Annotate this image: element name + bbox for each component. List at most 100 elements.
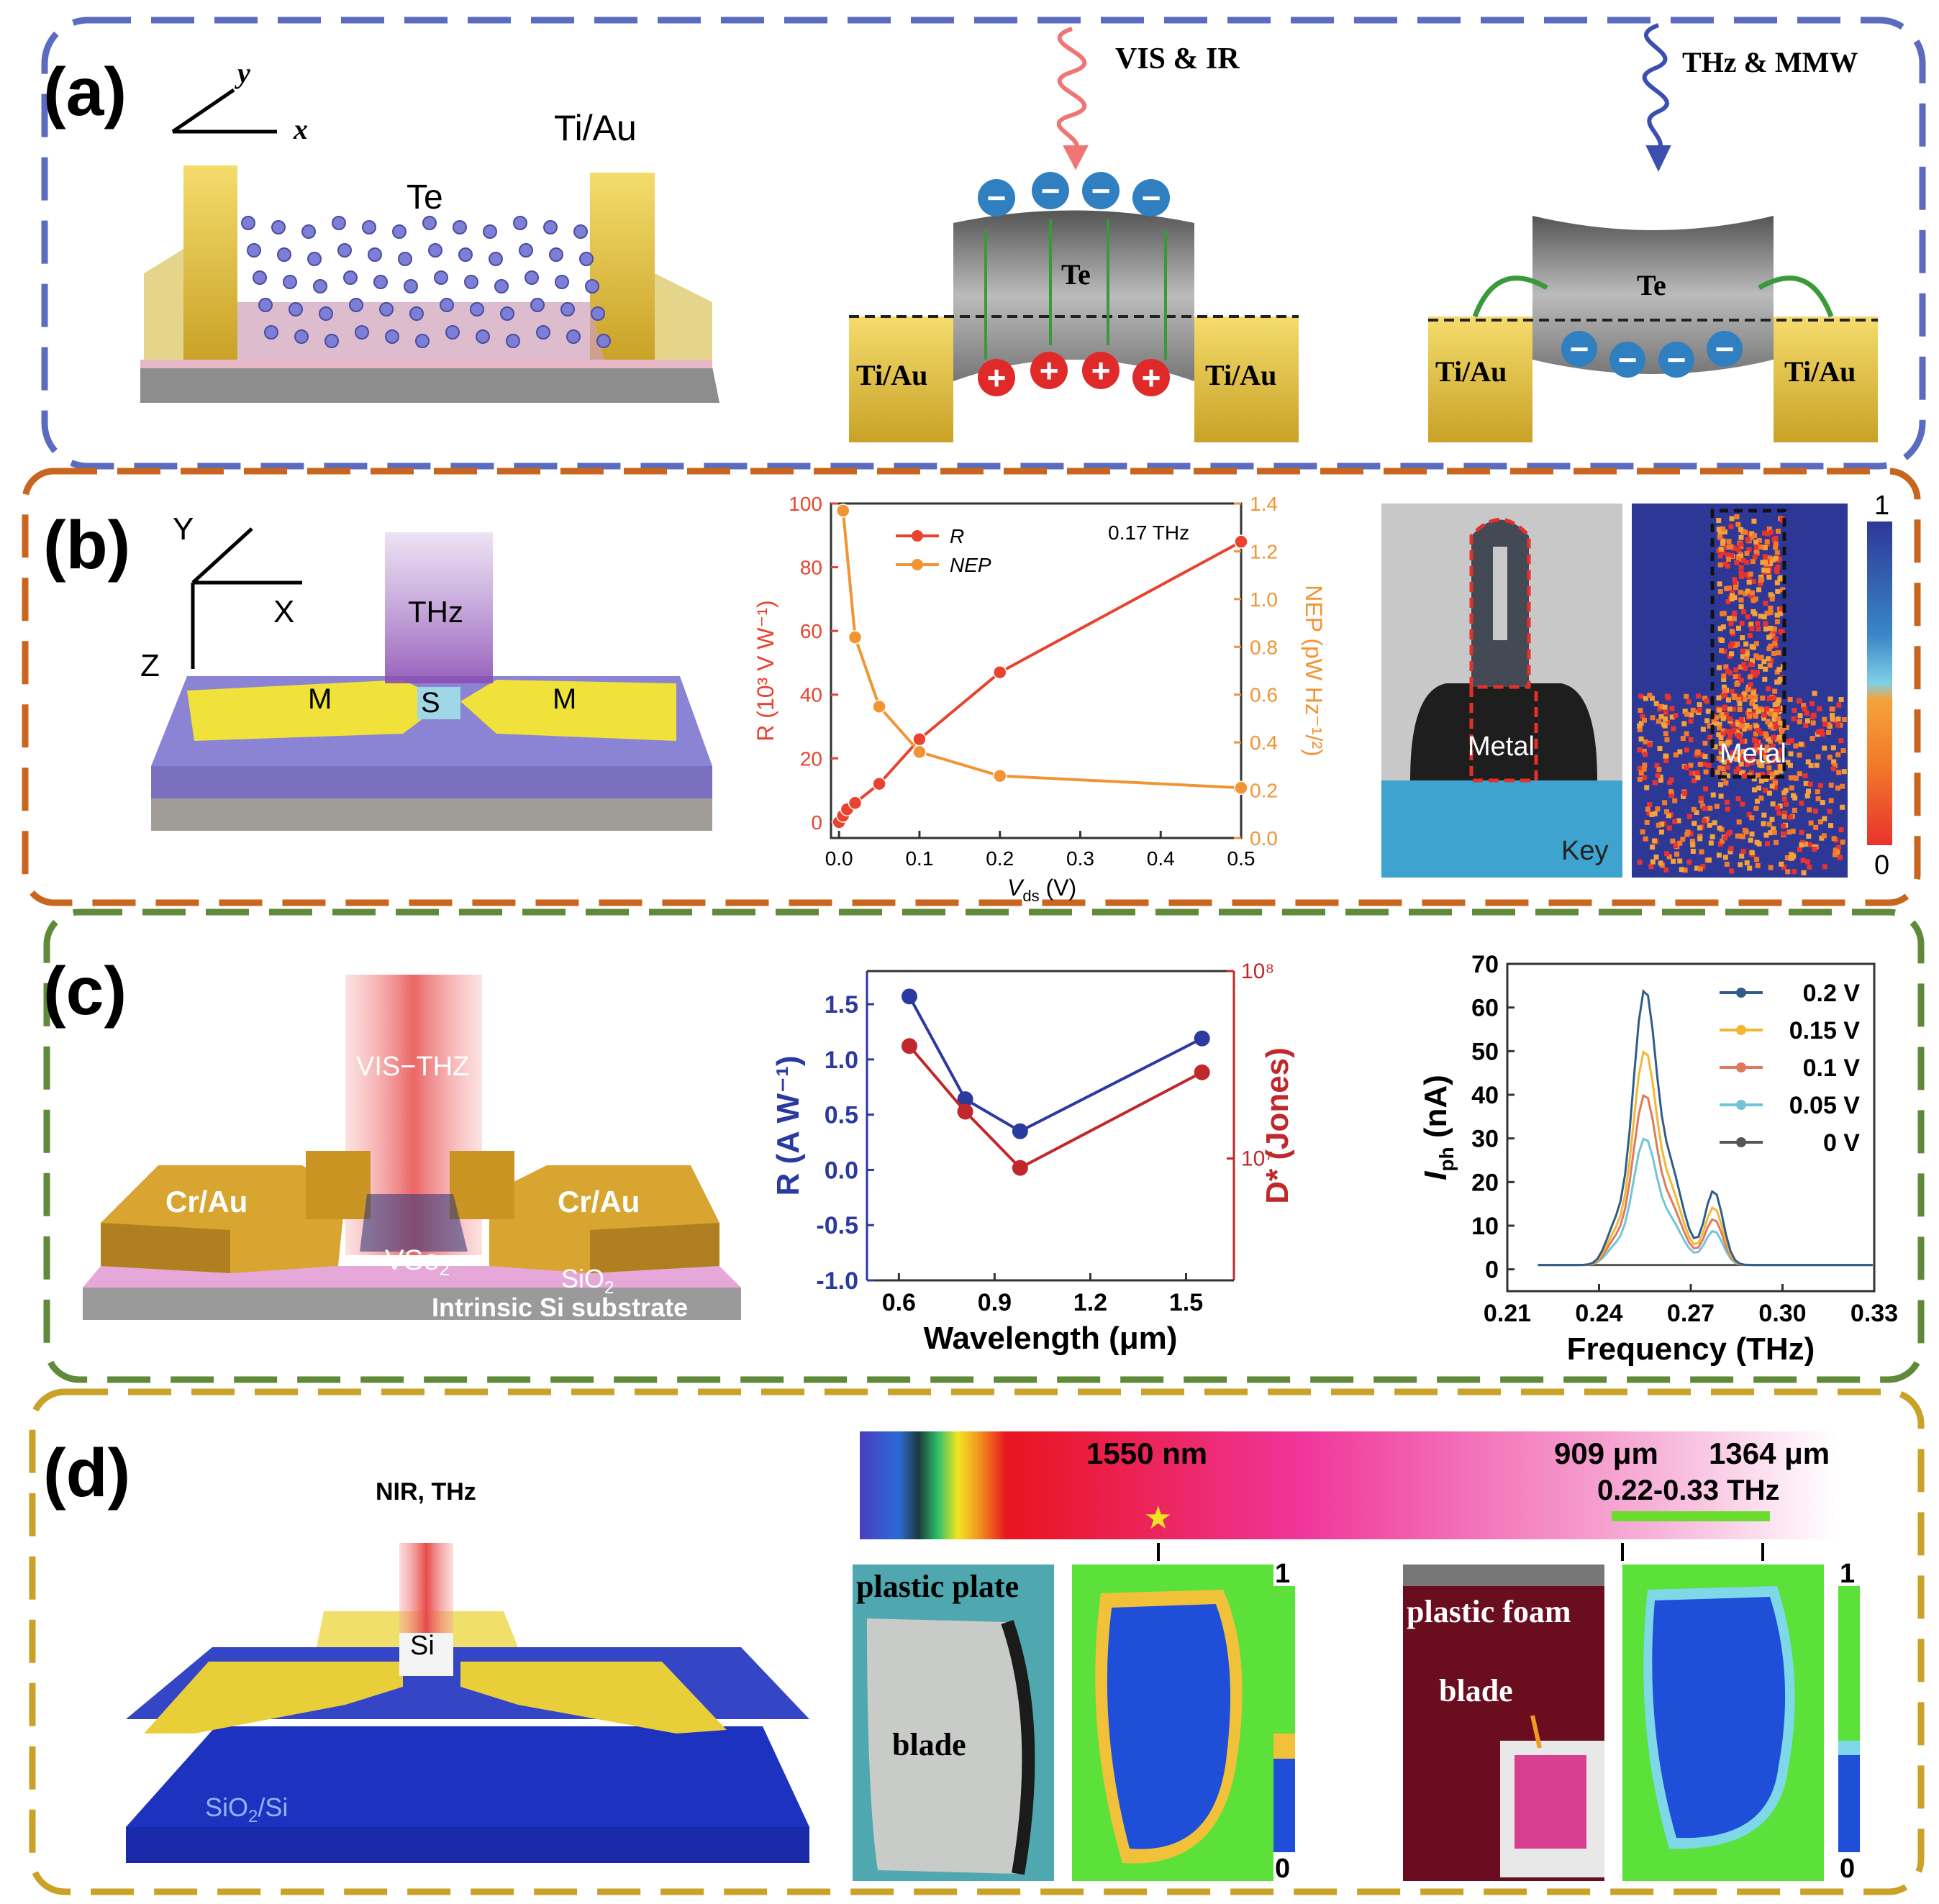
- thz-pixel: [1757, 762, 1763, 767]
- thz-pixel: [1725, 729, 1730, 734]
- tiau-left-right: Ti/Au: [1435, 355, 1507, 388]
- thz-pixel: [1735, 721, 1741, 727]
- wavy-arrow-vis: [1056, 27, 1089, 170]
- y-left-tick-label: 0.0: [825, 1157, 858, 1184]
- thz-pixel: [1727, 716, 1733, 721]
- panel-a-label: (a): [43, 54, 127, 130]
- thz-pixel: [1664, 720, 1670, 726]
- te-atom: [289, 302, 303, 316]
- y-left-tick-label: 20: [800, 747, 822, 770]
- thz-pixel: [1750, 559, 1756, 565]
- thz-pixel: [1774, 612, 1780, 618]
- thz-pixel: [1815, 789, 1820, 795]
- thz-pixel: [1776, 556, 1782, 562]
- thz-pixel: [1731, 695, 1737, 701]
- thz-pixel: [1780, 726, 1786, 732]
- thz-pixel: [1836, 702, 1842, 708]
- thz-pixel: [1831, 759, 1837, 765]
- thz-pixel: [1751, 787, 1757, 793]
- thz-pixel: [1707, 734, 1713, 740]
- thz-pixel: [1766, 634, 1772, 640]
- thz-pixel: [1713, 721, 1719, 726]
- thz-pixel: [1822, 716, 1827, 722]
- thz-pixel: [1684, 693, 1689, 699]
- thz-pixel: [1774, 580, 1780, 586]
- thz-pixel: [1753, 641, 1759, 647]
- thz-pixel: [1657, 746, 1663, 752]
- thz-pixel: [1740, 654, 1745, 660]
- thz-pixel: [1771, 829, 1777, 835]
- thz-pixel: [1817, 783, 1823, 788]
- thz-pixel: [1727, 616, 1733, 621]
- thz-pixel: [1748, 662, 1753, 668]
- thz-pixel: [1800, 857, 1806, 863]
- thz-pixel: [1749, 590, 1755, 596]
- thz-pixel: [1718, 546, 1724, 552]
- thz-pixel: [1703, 786, 1709, 792]
- thz-pixel: [1637, 765, 1643, 771]
- thz-pixel: [1764, 744, 1770, 750]
- thz-pixel: [1717, 534, 1722, 540]
- map-metal-label: Metal: [1720, 739, 1786, 769]
- thz-pixel: [1763, 731, 1768, 737]
- te-atom: [560, 302, 575, 316]
- thz-pixel: [1812, 808, 1818, 814]
- thz-pixel: [1658, 778, 1663, 783]
- marker-lines: [1157, 1543, 1764, 1561]
- thz-pixel: [1792, 807, 1797, 813]
- thz-pixel: [1721, 676, 1727, 682]
- y-right-tick-label: 10⁷: [1241, 1147, 1273, 1171]
- legend-label: 0.15 V: [1789, 1017, 1861, 1044]
- thz-pixel: [1753, 806, 1759, 811]
- minus-sign: −: [1715, 330, 1735, 368]
- thz-pixel: [1729, 868, 1735, 874]
- thz-pixel: [1776, 667, 1782, 673]
- thz-pixel: [1650, 844, 1656, 850]
- thz-pixel: [1724, 799, 1730, 805]
- legend-marker: [1736, 1100, 1746, 1110]
- metal-m-right: M: [553, 683, 576, 715]
- thz-pixel: [1775, 529, 1781, 534]
- thz-pixel: [1776, 716, 1781, 721]
- thz-pixel: [1702, 818, 1707, 824]
- thz-pixel: [1781, 796, 1787, 802]
- axis-x-label-b: X: [273, 594, 294, 629]
- electrons-mid: [978, 172, 1170, 217]
- thz-pixel: [1772, 640, 1778, 646]
- thz-pixel: [1650, 859, 1656, 865]
- thz-pixel: [1697, 702, 1702, 708]
- thz-pixel: [1637, 747, 1643, 752]
- thz-pixel: [1717, 721, 1722, 727]
- thz-pixel: [1739, 573, 1745, 579]
- colorbar-d1: [1273, 1586, 1295, 1852]
- thz-pixel: [1731, 616, 1737, 621]
- thz-pixel: [1697, 825, 1703, 831]
- material-label-a: Te: [407, 178, 443, 217]
- thz-pixel: [1766, 791, 1772, 796]
- data-point: [912, 744, 927, 760]
- thz-pixel: [1787, 762, 1793, 768]
- thz-pixel: [1740, 801, 1745, 807]
- thz-pixel: [1773, 780, 1779, 785]
- thz-pixel: [1716, 732, 1722, 737]
- thz-pixel: [1729, 651, 1735, 657]
- thz-pixel: [1638, 693, 1644, 699]
- thz-pixel: [1662, 723, 1668, 729]
- panel-b-label: (b): [43, 507, 130, 583]
- thz-pixel: [1690, 707, 1696, 713]
- thz-pixel: [1656, 767, 1662, 773]
- thz-pixel: [1699, 849, 1704, 855]
- thz-pixel: [1812, 847, 1817, 852]
- thz-pixel: [1781, 790, 1787, 796]
- thz-pixel: [1802, 706, 1807, 712]
- thz-pixel: [1815, 754, 1821, 760]
- thz-pixel: [1722, 771, 1727, 777]
- plastic-foam-map: [1622, 1564, 1824, 1881]
- thz-pixel: [1671, 726, 1676, 732]
- y-tick-label: 40: [1471, 1082, 1499, 1109]
- thz-pixel: [1747, 694, 1753, 700]
- sio2si-label: SiO2/Si: [205, 1793, 288, 1826]
- thz-pixel: [1643, 836, 1648, 842]
- thz-pixel: [1662, 800, 1668, 806]
